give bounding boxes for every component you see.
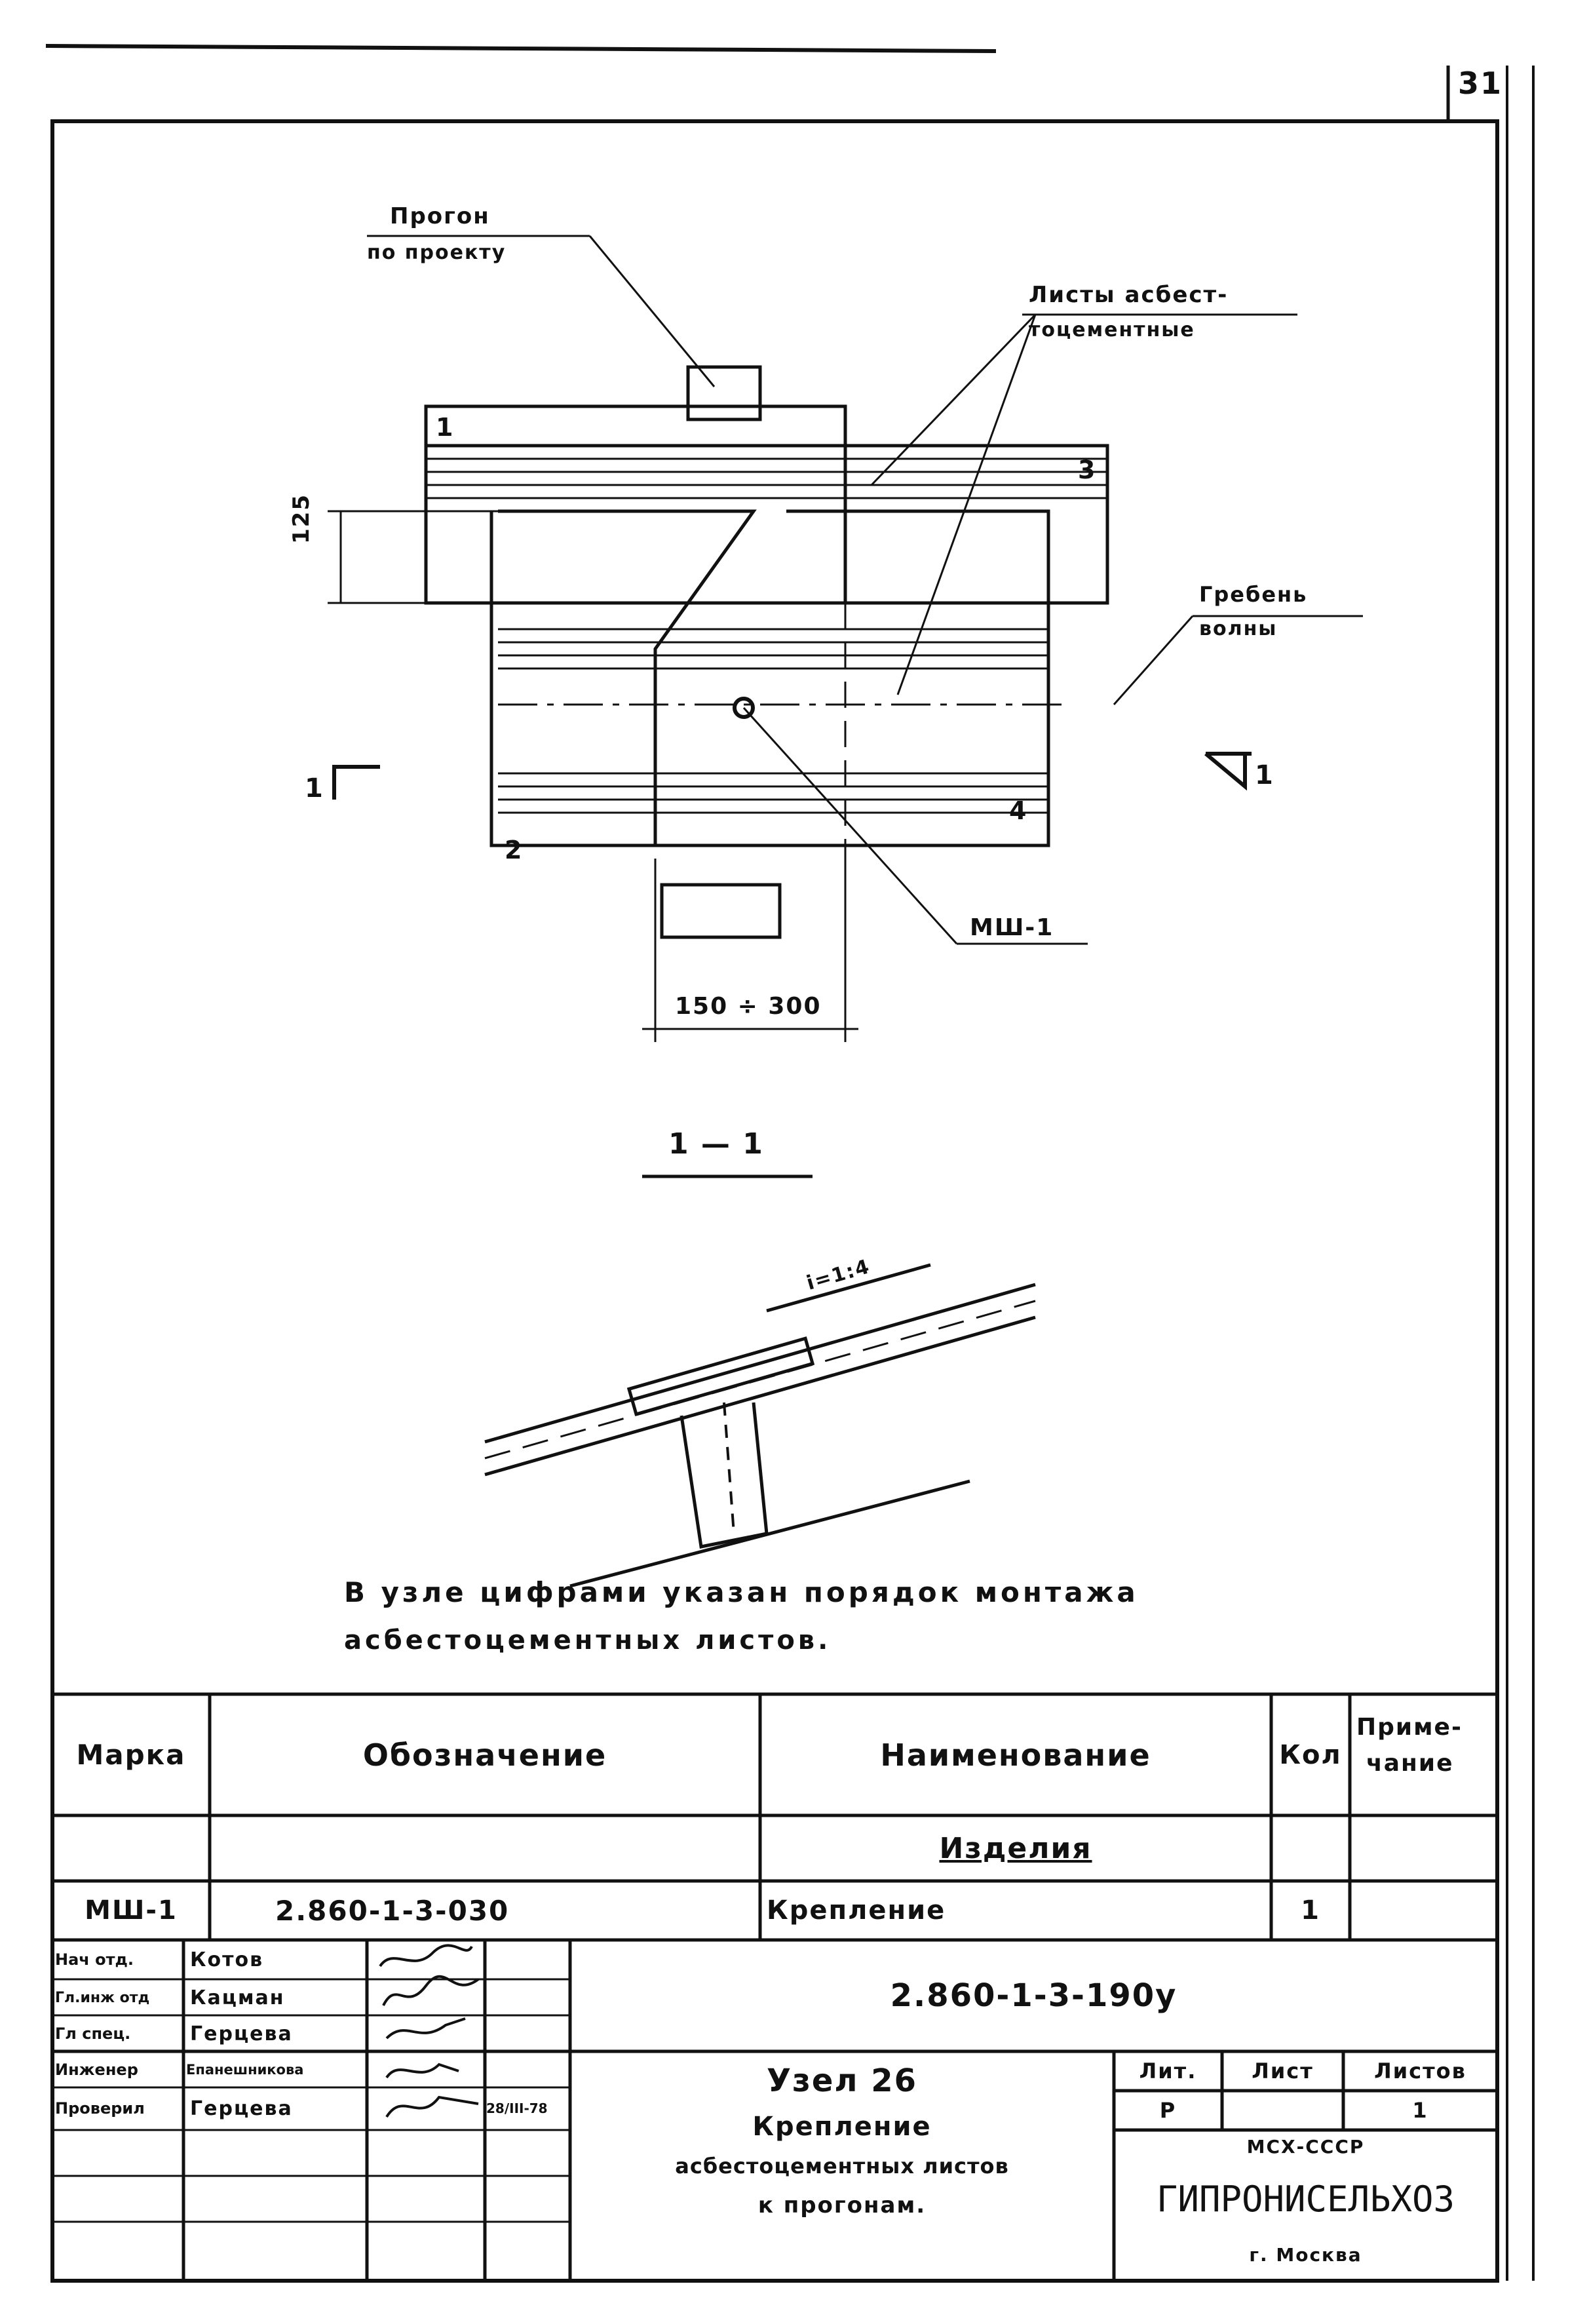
row-qty: 1 bbox=[1301, 1895, 1320, 1926]
doc-code: 2.860-1-3-190у bbox=[890, 1977, 1177, 2014]
row-name: Крепление bbox=[767, 1895, 946, 1926]
staff-role-5: Проверил bbox=[55, 2099, 145, 2118]
staff-role-1: Нач отд. bbox=[55, 1950, 134, 1969]
stage-value: Р bbox=[1159, 2098, 1177, 2123]
row-designation: 2.860-1-3-030 bbox=[275, 1894, 510, 1927]
staff-role-4: Инженер bbox=[55, 2061, 138, 2079]
top-edge-line bbox=[45, 44, 997, 53]
note-line-1: В узле цифрами указан порядок монтажа bbox=[344, 1576, 1139, 1608]
purlin-callout-line2: по проекту bbox=[367, 241, 507, 264]
ridge-callout-line2: волны bbox=[1199, 617, 1278, 640]
row-mark: МШ-1 bbox=[85, 1895, 178, 1926]
header-mark: Марка bbox=[76, 1739, 186, 1771]
header-designation: Обозначение bbox=[362, 1737, 607, 1773]
ministry: МСХ-СССР bbox=[1246, 2135, 1365, 2158]
outer-border bbox=[50, 119, 1499, 2283]
sheet-2-outline bbox=[489, 509, 757, 847]
staff-name-1: Котов bbox=[190, 1948, 264, 1971]
city: г. Москва bbox=[1249, 2243, 1362, 2266]
staff-name-4: Епанешникова bbox=[186, 2062, 304, 2078]
sheets-callout-line1: Листы асбест- bbox=[1029, 282, 1229, 308]
sheet-header: Лист bbox=[1252, 2059, 1314, 2083]
staff-name-2: Кацман bbox=[190, 1986, 285, 2009]
staff-role-3: Гл спец. bbox=[55, 2024, 131, 2043]
sheet-value bbox=[1222, 2091, 1343, 2130]
organization: ГИПРОНИСЕЛЬХОЗ bbox=[1156, 2178, 1455, 2220]
staff-name-3: Герцева bbox=[190, 2022, 293, 2045]
header-remark-line1: Приме- bbox=[1356, 1714, 1463, 1741]
note-line-2: асбестоцементных листов. bbox=[344, 1625, 832, 1656]
title-line-1: Узел 26 bbox=[766, 2063, 918, 2099]
order-number-2: 2 bbox=[505, 836, 524, 864]
title-line-4: к прогонам. bbox=[757, 2192, 927, 2218]
sheets-callout-line2: тоцементные bbox=[1029, 319, 1195, 341]
sheet-3-outline bbox=[424, 444, 1109, 605]
sheet-4-outline bbox=[655, 509, 1050, 847]
order-number-1: 1 bbox=[436, 413, 455, 442]
purlin-callout-line1: Прогон bbox=[390, 203, 490, 229]
title-line-2: Крепление bbox=[752, 2112, 932, 2142]
fastener-callout: МШ-1 bbox=[970, 914, 1054, 941]
title-line-3: асбестоцементных листов bbox=[675, 2154, 1009, 2179]
stage-header: Лит. bbox=[1139, 2059, 1197, 2083]
sheets-value: 1 bbox=[1412, 2098, 1428, 2123]
staff-name-5: Герцева bbox=[190, 2097, 293, 2120]
staff-role-2: Гл.инж отд bbox=[55, 1989, 150, 2006]
dimension-width: 150 ÷ 300 bbox=[675, 993, 822, 1020]
section-mark-left: 1 bbox=[305, 773, 324, 804]
sheet-number: 31 bbox=[1458, 66, 1503, 101]
ridge-callout-line1: Гребень bbox=[1199, 582, 1308, 607]
staff-date-5: 28/III-78 bbox=[486, 2101, 548, 2116]
order-number-3: 3 bbox=[1078, 455, 1097, 484]
section-title: 1 — 1 bbox=[668, 1127, 764, 1161]
signatures bbox=[379, 1944, 480, 2118]
header-name: Наименование bbox=[880, 1737, 1151, 1773]
order-number-4: 4 bbox=[1009, 796, 1028, 825]
header-remark-line2: чание bbox=[1366, 1750, 1454, 1777]
sheets-header: Листов bbox=[1374, 2059, 1466, 2083]
header-qty: Кол bbox=[1279, 1739, 1342, 1770]
group-label: Изделия bbox=[939, 1831, 1092, 1865]
section-mark-right: 1 bbox=[1255, 760, 1274, 790]
